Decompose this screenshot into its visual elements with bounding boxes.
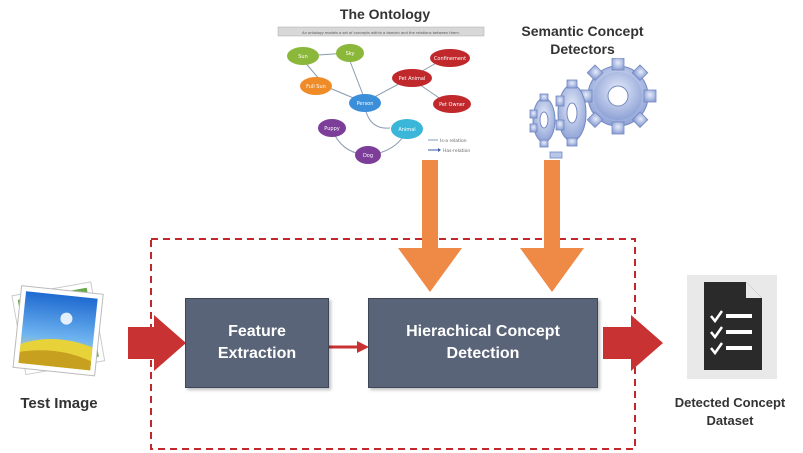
ontology-node-confinement: Confinement [430, 49, 470, 67]
test-image-icon [11, 281, 106, 377]
ontology-node-person: Person [349, 94, 381, 112]
ontology-banner-text: An ontology models a set of concepts wit… [302, 31, 460, 35]
svg-text:Is-a relation: Is-a relation [440, 138, 467, 144]
ontology-node-dog: Dog [355, 146, 381, 164]
ontology-down-arrow [398, 160, 462, 292]
svg-text:Animal: Animal [398, 127, 415, 133]
ontology-node-animal: Animal [391, 119, 423, 139]
svg-text:Confinement: Confinement [434, 56, 466, 62]
checklist-document-icon [687, 275, 777, 379]
hierarchical-detection-line2: Detection [446, 345, 520, 362]
feature-extraction-box: Feature Extraction [185, 298, 329, 388]
input-arrow [128, 315, 186, 371]
output-label: Detected Concept Dataset [655, 394, 803, 430]
ontology-title: The Ontology [339, 6, 431, 22]
gear-medium-icon [555, 79, 587, 147]
test-image-label: Test Image [20, 395, 98, 412]
svg-text:Sun: Sun [298, 54, 308, 60]
output-label-line1: Detected Concept [674, 395, 786, 410]
svg-text:Pet Animal: Pet Animal [399, 76, 426, 82]
gears-icon [529, 58, 657, 159]
gear-large-icon [579, 58, 657, 135]
output-label-line2: Dataset [706, 413, 754, 428]
ontology-node-pet-animal: Pet Animal [392, 69, 432, 87]
svg-text:Sky: Sky [346, 51, 355, 57]
ontology-graph: An ontology models a set of concepts wit… [277, 26, 485, 164]
hierarchical-detection-line1: Hierachical Concept [406, 323, 560, 340]
ontology-banner [277, 26, 485, 37]
svg-text:Pet Owner: Pet Owner [439, 102, 466, 108]
ontology-node-sky: Sky [336, 44, 364, 62]
ontology-node-full-sun: Full Sun [300, 77, 332, 95]
detectors-title: Semantic Concept Detectors [495, 22, 670, 58]
svg-text:Full Sun: Full Sun [306, 84, 326, 90]
svg-text:Puppy: Puppy [324, 126, 339, 132]
ontology-node-puppy: Puppy [318, 119, 346, 137]
svg-text:Has-relation: Has-relation [443, 148, 470, 154]
feature-extraction-line1: Feature [228, 323, 286, 340]
connector-arrow [329, 341, 369, 353]
hierarchical-detection-box: Hierachical Concept Detection [368, 298, 598, 388]
ontology-node-pet-owner: Pet Owner [433, 95, 471, 113]
feature-extraction-line2: Extraction [217, 345, 297, 362]
detectors-down-arrow [520, 160, 584, 292]
gear-small-icon [529, 93, 556, 148]
detectors-title-line1: Semantic Concept [521, 23, 644, 39]
svg-text:Person: Person [357, 101, 374, 107]
svg-text:Dog: Dog [363, 153, 373, 159]
ontology-node-sun: Sun [287, 47, 319, 65]
ontology-legend: Is-a relation Has-relation [428, 138, 470, 154]
detectors-title-line2: Detectors [550, 41, 615, 57]
output-arrow [603, 315, 663, 371]
